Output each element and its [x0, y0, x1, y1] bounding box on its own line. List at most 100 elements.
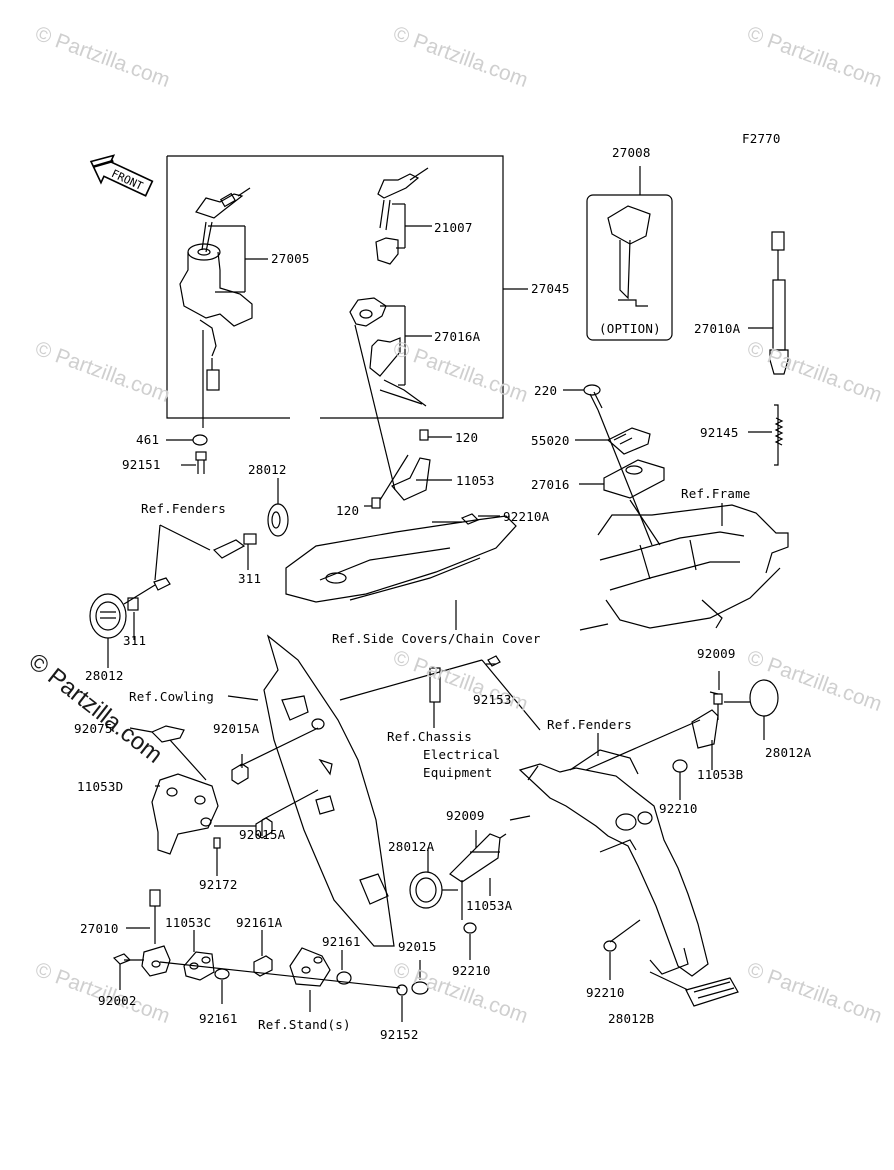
reflector-icon — [267, 503, 289, 537]
helmet-lock-icon — [349, 297, 427, 407]
bracket-11053B-icon — [691, 693, 723, 749]
ref-label[interactable]: Ref.Fenders — [141, 501, 226, 516]
part-label[interactable]: 92015A — [213, 721, 260, 736]
washer-icon-92161 — [214, 968, 230, 980]
reflector-right-icon — [749, 679, 779, 717]
connector-icon — [429, 667, 441, 703]
nut-icon-92210 — [672, 759, 688, 773]
stud-icon — [153, 577, 171, 591]
part-label[interactable]: 11053B — [697, 767, 744, 782]
ref-label[interactable]: Ref.Stand(s) — [258, 1017, 351, 1032]
washer-icon-92152 — [396, 984, 408, 996]
ref-label[interactable]: Electrical — [423, 747, 501, 762]
part-label[interactable]: 27005 — [271, 251, 310, 266]
part-label[interactable]: 27010 — [80, 921, 119, 936]
nut-icon-92161b — [336, 971, 352, 985]
ref-label[interactable]: Equipment — [423, 765, 493, 780]
nut-icon-92210-mid — [463, 922, 477, 934]
part-label[interactable]: 220 — [534, 383, 558, 398]
ref-label[interactable]: Ref.Frame — [681, 486, 751, 501]
ref-label[interactable]: Ref.Cowling — [129, 689, 214, 704]
bolt-icon-92002 — [112, 953, 132, 965]
ref-label[interactable]: Ref.Side Covers/Chain Cover — [332, 631, 541, 646]
part-label[interactable]: 21007 — [434, 220, 473, 235]
part-label[interactable]: 92210A — [503, 509, 550, 524]
part-label[interactable]: 27010A — [694, 321, 741, 336]
spacer-icon — [212, 539, 246, 559]
part-label[interactable]: 311 — [238, 571, 262, 586]
ignition-key-icon — [195, 187, 251, 253]
ignition-kit-box — [166, 155, 528, 419]
screw-icon — [583, 384, 603, 411]
spacer-icon-92075 — [150, 725, 185, 743]
part-label[interactable]: 11053C — [165, 915, 212, 930]
seat-lock-key-icon — [375, 167, 429, 265]
part-label[interactable]: 92161 — [322, 934, 361, 949]
front-arrow-icon: FRONT — [89, 154, 154, 197]
part-label[interactable]: 92172 — [199, 877, 238, 892]
lock-cylinder-icon — [603, 459, 665, 499]
part-label[interactable]: 28012A — [765, 745, 812, 760]
part-label[interactable]: 55020 — [531, 433, 570, 448]
reflector-mid-icon — [409, 871, 443, 909]
ignition-switch-icon — [179, 243, 253, 391]
part-label[interactable]: 27016A — [434, 329, 481, 344]
part-label[interactable]: 92151 — [122, 457, 161, 472]
part-label[interactable]: 311 — [123, 633, 147, 648]
part-label[interactable]: 92145 — [700, 425, 739, 440]
seat-switch-icon — [769, 231, 789, 375]
part-label[interactable]: 92009 — [446, 808, 485, 823]
frame-sketch — [579, 504, 789, 631]
part-label[interactable]: 92210 — [659, 801, 698, 816]
part-label[interactable]: 28012B — [608, 1011, 655, 1026]
part-label[interactable]: 92015 — [398, 939, 437, 954]
part-label[interactable]: 92210 — [586, 985, 625, 1000]
bolt-icon-92153 — [487, 655, 501, 667]
part-label[interactable]: 28012A — [388, 839, 435, 854]
ref-label[interactable]: Ref.Chassis — [387, 729, 472, 744]
nut-icon-92015 — [411, 981, 429, 995]
washer-icon — [192, 434, 208, 446]
part-label[interactable]: 92210 — [452, 963, 491, 978]
option-key-card — [586, 194, 673, 341]
screw-icon-92172 — [213, 837, 221, 849]
bracket-11053D-icon — [151, 773, 219, 855]
part-label[interactable]: 92152 — [380, 1027, 419, 1042]
nut-icon-92210-bot — [603, 940, 617, 952]
part-label[interactable]: 92009 — [697, 646, 736, 661]
part-label[interactable]: 27016 — [531, 477, 570, 492]
part-label[interactable]: 28012 — [248, 462, 287, 477]
part-label[interactable]: 92153 — [473, 692, 512, 707]
license-reflector-icon — [685, 977, 739, 1007]
reflector-left-icon — [89, 593, 127, 639]
part-label[interactable]: 27045 — [531, 281, 570, 296]
part-label[interactable]: 461 — [136, 432, 160, 447]
spring-icon — [774, 404, 784, 466]
part-label[interactable]: 92002 — [98, 993, 137, 1008]
clip-icon — [460, 513, 480, 525]
figure-code: F2770 — [742, 131, 781, 146]
part-label[interactable]: 120 — [455, 430, 479, 445]
part-label[interactable]: 11053 — [456, 473, 495, 488]
part-label[interactable]: 11053A — [466, 898, 513, 913]
part-label[interactable]: 92075 — [74, 721, 113, 736]
inner-cowl-sketch — [263, 634, 395, 947]
bolt-icon — [195, 451, 207, 474]
side-cover-sketch — [285, 515, 517, 630]
part-label[interactable]: 28012 — [85, 668, 124, 683]
part-label[interactable]: 27008 — [612, 145, 651, 160]
plate-icon — [606, 427, 651, 455]
ref-label[interactable]: Ref.Fenders — [547, 717, 632, 732]
stand-bracket-icon — [289, 947, 331, 987]
rear-fender-sketch — [509, 749, 709, 977]
nut-icon-b — [127, 597, 139, 611]
part-label[interactable]: 92015A — [239, 827, 286, 842]
option-label: (OPTION) — [599, 321, 661, 336]
bracket-11053-icon — [371, 429, 431, 509]
part-label[interactable]: 92161A — [236, 915, 283, 930]
part-label[interactable]: 92161 — [199, 1011, 238, 1026]
sidestand-switch-icon — [141, 889, 171, 977]
part-label[interactable]: 11053D — [77, 779, 124, 794]
part-label[interactable]: 120 — [336, 503, 360, 518]
